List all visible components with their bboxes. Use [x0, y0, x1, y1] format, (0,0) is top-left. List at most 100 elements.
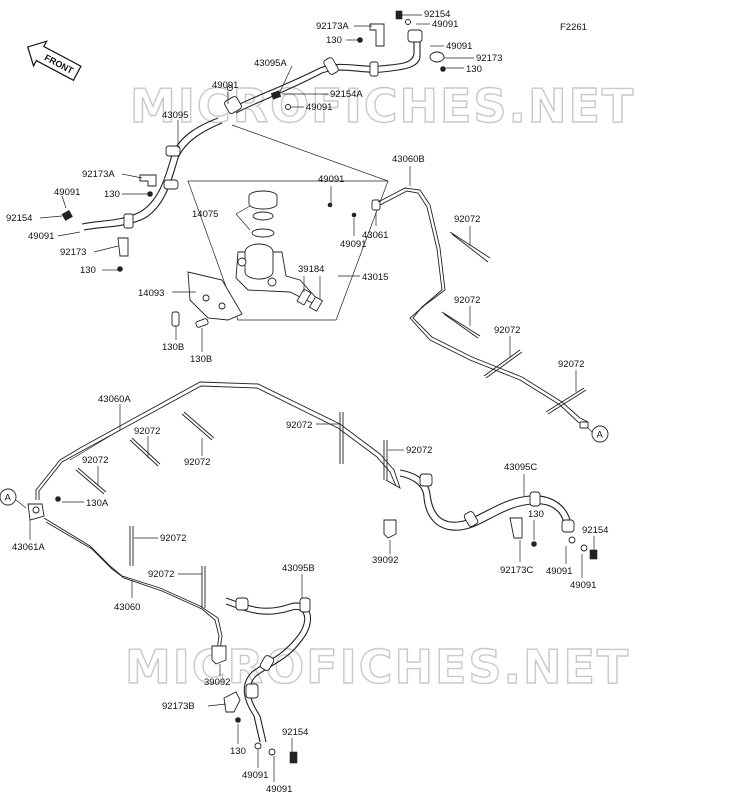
callout-92173B: 92173B — [162, 701, 195, 712]
hose-43095A — [231, 29, 423, 114]
clamp-92173-left — [117, 237, 129, 257]
callout-92173-top: 92173 — [476, 53, 502, 64]
callout-43060A: 43060A — [98, 394, 131, 405]
bolt-130-b — [235, 717, 241, 723]
callout-labels: 92173A 130 92154 49091 49091 92173 130 4… — [6, 9, 608, 795]
bolt-92154A — [270, 90, 282, 100]
connector-a-left: A — [0, 488, 17, 506]
bolt-130-top — [357, 37, 363, 43]
bolt-130B-2 — [195, 318, 209, 328]
connector-a-right: A — [591, 425, 609, 443]
tie-92072-m1 — [339, 412, 344, 464]
washer-49091-a — [227, 85, 233, 91]
clamp-92173B — [223, 691, 241, 713]
callout-43015: 43015 — [362, 272, 388, 283]
washer-49091-mc2 — [351, 212, 357, 218]
clamp-92173-top — [429, 51, 445, 63]
bolt-130-c — [531, 541, 537, 547]
tie-92072-b1 — [129, 526, 134, 566]
callout-130-left: 130 — [104, 189, 120, 200]
callout-39184: 39184 — [298, 264, 324, 275]
callout-49091-c2: 49091 — [570, 580, 596, 591]
callout-92173C: 92173C — [500, 565, 533, 576]
bracket-14093 — [187, 271, 243, 321]
tie-92072-l3 — [75, 467, 107, 495]
callout-43095B: 43095B — [282, 563, 315, 574]
washer-49091-c1 — [568, 536, 576, 544]
tie-92072-l2 — [181, 411, 215, 441]
callout-49091-top2: 49091 — [446, 41, 472, 52]
callout-92173A-left: 92173A — [82, 169, 115, 180]
reservoir-cap — [248, 190, 278, 238]
tie-92072-r4 — [545, 387, 587, 415]
callout-92072-m1: 92072 — [286, 420, 312, 431]
bolt-130-left — [147, 191, 153, 197]
washer-49091-top — [405, 19, 411, 25]
bolt-130-top2 — [440, 66, 446, 72]
clamp-39092-a — [383, 519, 397, 539]
diagram-id: F2261 — [560, 22, 587, 33]
callout-43095C: 43095C — [504, 462, 537, 473]
connector-a-label: A — [597, 430, 604, 441]
callout-92072-l3: 92072 — [82, 455, 108, 466]
leader-lines — [29, 23, 595, 782]
hose-43095C — [399, 469, 575, 533]
tube-43060A — [35, 381, 401, 500]
connector-a-label-left: A — [5, 493, 12, 504]
callout-92072-r1: 92072 — [454, 214, 480, 225]
tie-92072-l1 — [129, 437, 161, 467]
callout-92173-left: 92173 — [60, 247, 86, 258]
callout-92072-r4: 92072 — [558, 359, 584, 370]
bolt-92154-c — [589, 549, 598, 560]
callout-43061: 43061 — [362, 230, 388, 241]
callout-43061A: 43061A — [12, 542, 45, 553]
washer-49091-b2 — [268, 748, 276, 756]
callout-43060: 43060 — [114, 602, 140, 613]
bolt-92154-top — [395, 10, 422, 20]
hose-43095 — [81, 96, 242, 231]
callout-92173A-top: 92173A — [316, 21, 349, 32]
callout-14075: 14075 — [192, 209, 218, 220]
clamp-92173A-left — [139, 174, 157, 187]
washer-49091-b — [285, 104, 291, 110]
callout-92154-b: 92154 — [282, 727, 308, 738]
hose-43095B — [225, 597, 311, 743]
callout-92154A: 92154A — [330, 89, 363, 100]
tie-92072-r2 — [441, 311, 481, 339]
master-cylinder-box — [187, 180, 389, 321]
callout-49091-left1: 49091 — [54, 187, 80, 198]
bolt-92154-left — [61, 209, 73, 221]
tube-43060B — [377, 187, 589, 427]
callout-130-top: 130 — [326, 35, 342, 46]
callout-130B-1: 130B — [162, 342, 184, 353]
washer-49091-b1 — [254, 742, 262, 750]
tube-43060 — [43, 517, 223, 651]
callout-130-b: 130 — [230, 746, 246, 757]
callout-43095A: 43095A — [254, 58, 287, 69]
master-cylinder — [235, 243, 324, 312]
callout-92154-left: 92154 — [6, 213, 32, 224]
tie-92072-b2 — [201, 566, 206, 608]
callout-49091-a: 49091 — [212, 80, 238, 91]
front-arrow-icon: FRONT — [26, 40, 82, 82]
callout-92072-r3: 92072 — [494, 325, 520, 336]
callout-92072-r2: 92072 — [454, 295, 480, 306]
callout-92072-b1: 92072 — [160, 533, 186, 544]
callout-49091-top1: 49091 — [432, 19, 458, 30]
callout-130-left2: 130 — [80, 265, 96, 276]
callout-92072-l1: 92072 — [134, 426, 160, 437]
callout-49091-mc: 49091 — [318, 174, 344, 185]
clamp-92173A-top — [369, 23, 385, 47]
watermark-bottom: MICROFICHES.NET — [125, 640, 630, 694]
callout-43060B: 43060B — [392, 154, 425, 165]
fitting-43061A — [27, 503, 45, 521]
callout-130-c: 130 — [528, 509, 544, 520]
callout-92072-l2: 92072 — [184, 457, 210, 468]
callout-130-top2: 130 — [466, 64, 482, 75]
callout-92072-b2: 92072 — [148, 569, 174, 580]
tie-92072-m2 — [383, 440, 388, 480]
callout-49091-b: 49091 — [306, 102, 332, 113]
callout-130A: 130A — [86, 498, 109, 509]
bolt-92154-b — [289, 751, 298, 764]
